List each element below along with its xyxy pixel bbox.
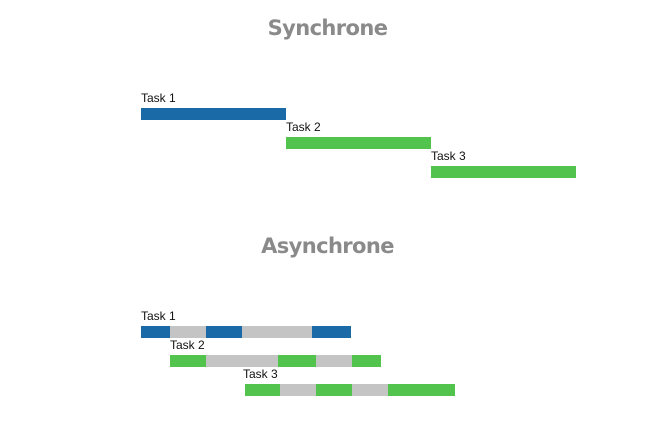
asynchrone-heading: Asynchrone	[261, 234, 394, 258]
async-task-3-active-segment	[388, 384, 455, 396]
async-task-2-label: Task 2	[170, 338, 205, 352]
async-task-2-active-segment	[278, 355, 316, 367]
async-task-3-waiting-segment	[352, 384, 388, 396]
async-task-1-waiting-segment	[170, 326, 206, 338]
async-task-3-active-segment	[316, 384, 352, 396]
sync-task-2-active-segment	[286, 137, 431, 149]
sync-task-1-label: Task 1	[141, 91, 176, 105]
async-task-2-active-segment	[352, 355, 381, 367]
async-task-2-waiting-segment	[206, 355, 278, 367]
async-task-1-label: Task 1	[141, 309, 176, 323]
sync-task-3-active-segment	[431, 166, 576, 178]
async-task-3-active-segment	[245, 384, 280, 396]
async-task-2-active-segment	[170, 355, 206, 367]
sync-task-2-label: Task 2	[286, 120, 321, 134]
synchrone-heading: Synchrone	[267, 16, 388, 40]
sync-task-1-active-segment	[141, 108, 286, 120]
async-task-3-label: Task 3	[243, 367, 278, 381]
async-task-2-waiting-segment	[316, 355, 352, 367]
async-task-1-waiting-segment	[242, 326, 312, 338]
async-task-1-active-segment	[206, 326, 242, 338]
async-task-1-active-segment	[312, 326, 351, 338]
async-task-3-waiting-segment	[280, 384, 316, 396]
async-task-1-active-segment	[141, 326, 170, 338]
sync-task-3-label: Task 3	[431, 149, 466, 163]
